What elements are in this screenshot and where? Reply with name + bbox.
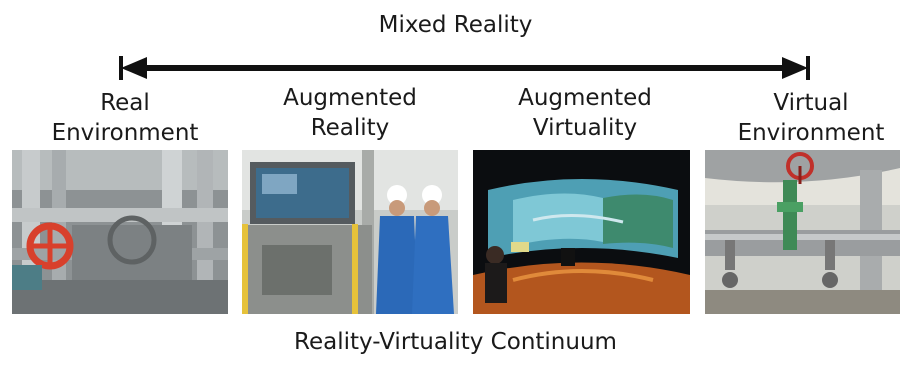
label-augmented-virtuality: Augmented Virtuality [518,85,652,141]
arrow-right-head [782,57,808,79]
immersive-projection-room-photo [473,150,690,314]
mixed-reality-title: Mixed Reality [378,12,533,38]
label-virtual-environment: Virtual Environment [737,90,885,146]
continuum-caption: Reality-Virtuality Continuum [294,329,617,355]
workers-with-display-panel-photo [242,150,458,314]
industrial-pipes-valve-photo [12,150,228,314]
rendered-pipes-valve-photo [705,150,900,314]
label-augmented-reality: Augmented Reality [283,85,417,141]
label-real-environment: Real Environment [51,90,199,146]
continuum-arrow [119,56,810,80]
arrow-left-head [121,57,147,79]
